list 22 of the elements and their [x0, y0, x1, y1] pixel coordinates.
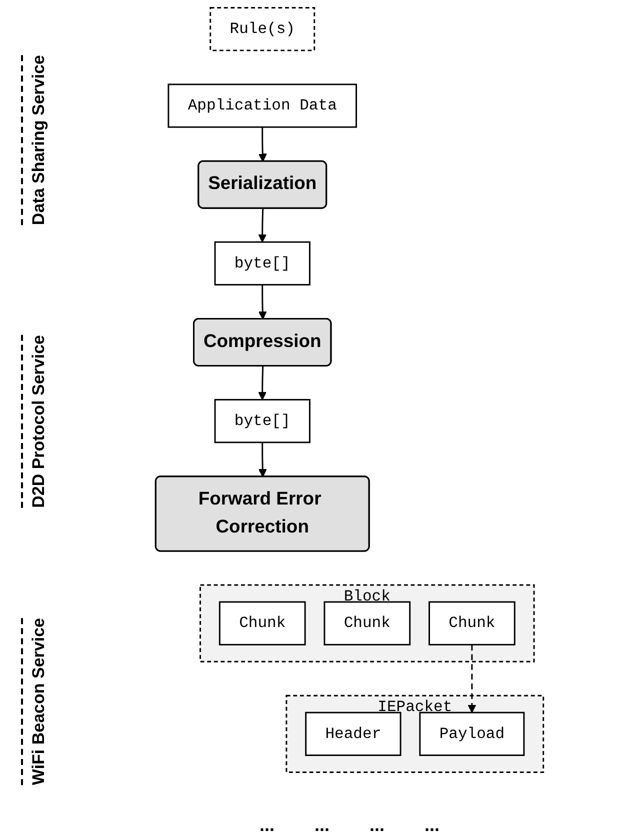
service-bracket-label: D2D Protocol Service: [21, 335, 49, 508]
arrow: [468, 644, 476, 713]
node-box: Chunk: [428, 601, 516, 646]
node-box: byte[]: [214, 241, 310, 286]
ellipsis-label: ...: [370, 815, 385, 836]
arrow: [258, 366, 267, 400]
arrow: [258, 127, 267, 162]
ellipsis-label: ...: [314, 815, 330, 836]
arrow: [258, 284, 267, 320]
node-box: Chunk: [218, 601, 306, 646]
arrow: [258, 208, 267, 242]
ellipsis-label: ...: [424, 815, 440, 836]
service-bracket-label: WiFi Beacon Service: [21, 618, 49, 785]
arrow: [258, 442, 267, 478]
node-box: Payload: [419, 712, 525, 756]
node-box: Rule(s): [210, 7, 316, 52]
node-box: Header: [305, 712, 402, 756]
service-bracket-label: Data Sharing Service: [21, 54, 49, 226]
node-box: Chunk: [324, 601, 411, 646]
ellipsis-label: ...: [259, 815, 274, 836]
node-box: Application Data: [168, 84, 358, 128]
node-box: byte[]: [214, 398, 310, 444]
